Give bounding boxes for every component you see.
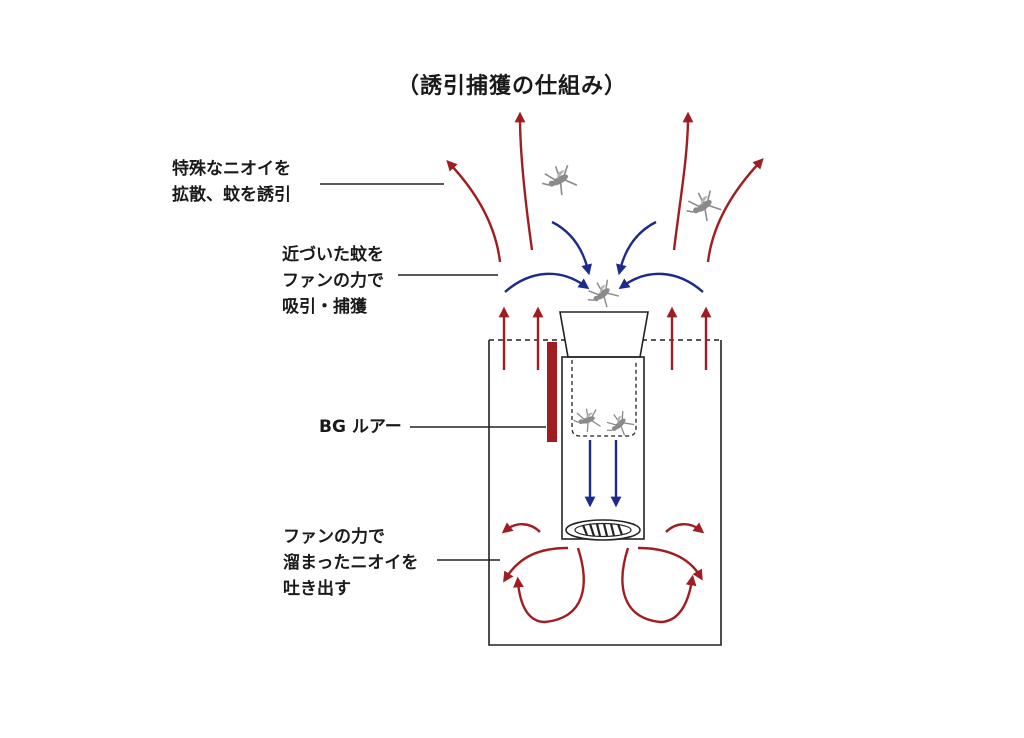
label-line: 拡散、蚊を誘引	[172, 185, 291, 205]
red-arrow	[665, 522, 705, 534]
label-scent-spread: 特殊なニオイを 拡散、蚊を誘引	[172, 156, 291, 208]
mosquito-icon	[570, 405, 603, 436]
red-arrows-vent	[498, 306, 712, 370]
catch-bag	[571, 360, 637, 437]
mosquito-icon	[681, 185, 725, 229]
red-arrow	[446, 160, 502, 263]
red-arrow	[706, 158, 764, 263]
red-arrow	[672, 111, 694, 251]
bg-lure-strip	[547, 342, 557, 442]
label-line: 近づいた蚊を	[282, 245, 384, 265]
label-line: BG ルアー	[319, 417, 402, 437]
red-arrow	[621, 547, 697, 624]
trap-outer-wall	[488, 340, 722, 646]
blue-arrows-suction	[504, 220, 704, 508]
mosquito-icon	[537, 160, 580, 202]
label-bg-lure: BG ルアー	[319, 414, 402, 440]
red-arrows-exhaust	[501, 522, 705, 624]
label-line: 溜まったニオイを	[283, 553, 419, 573]
fan-icon	[565, 519, 641, 541]
blue-arrow	[504, 272, 590, 293]
blue-arrow	[618, 272, 704, 293]
intake-funnel	[559, 311, 649, 358]
red-arrows-scent	[446, 111, 764, 263]
red-arrow	[501, 522, 541, 534]
label-line: 吐き出す	[283, 579, 351, 599]
blue-arrow	[616, 220, 657, 276]
diagram-title: （誘引捕獲の仕組み）	[396, 74, 627, 99]
label-fan-exhaust: ファンの力で 溜まったニオイを 吐き出す	[283, 524, 418, 602]
label-line: ファンの力で	[282, 271, 384, 291]
capture-tube	[561, 356, 645, 540]
leader-lines	[320, 183, 546, 561]
mosquitoes	[537, 160, 725, 443]
label-line: 特殊なニオイを	[172, 159, 291, 179]
label-line: ファンの力で	[283, 527, 385, 547]
red-arrow	[513, 547, 585, 624]
red-arrow	[514, 111, 534, 251]
label-fan-capture: 近づいた蚊を ファンの力で 吸引・捕獲	[282, 242, 384, 320]
mosquito-icon	[582, 275, 622, 315]
red-arrow	[503, 546, 569, 583]
trap-body	[488, 311, 722, 646]
blue-arrow	[551, 220, 592, 276]
red-arrow	[637, 546, 703, 581]
label-line: 吸引・捕獲	[282, 297, 367, 317]
